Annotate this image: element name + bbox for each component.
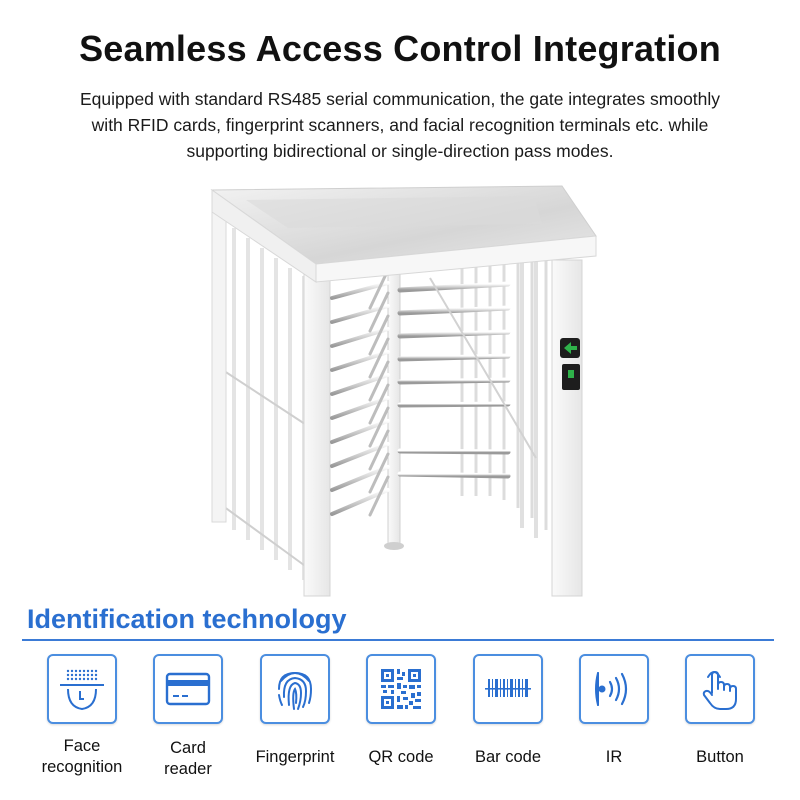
section-title: Identification technology — [27, 604, 347, 634]
ident-label: Button — [696, 748, 744, 766]
face-recognition-tile — [47, 654, 117, 724]
qr-code-icon — [381, 669, 421, 709]
ident-label: Face recognition — [41, 737, 123, 776]
dot-grid — [66, 669, 98, 681]
ident-label: QR code — [368, 748, 434, 766]
ident-item-button: Button — [665, 654, 775, 794]
ident-item-barcode: Bar code — [453, 654, 563, 794]
description-line: with RFID cards, fingerprint scanners, a… — [91, 115, 709, 135]
face-recognition-icon — [60, 669, 104, 711]
ident-label: Bar code — [474, 748, 542, 766]
card-reader-tile — [153, 654, 223, 724]
turnstile-illustration — [210, 185, 597, 597]
turnstile-gate-image — [190, 178, 610, 598]
fingerprint-icon — [278, 671, 313, 710]
button-press-icon — [702, 671, 737, 710]
ir-icon — [595, 672, 628, 706]
description-line: supporting bidirectional or single-direc… — [186, 141, 614, 161]
section-divider — [22, 639, 774, 641]
ident-label: Fingerprint — [255, 748, 335, 766]
page-title: Seamless Access Control Integration — [79, 28, 721, 69]
ident-item-face: Face recognition — [27, 654, 137, 794]
card-reader-icon — [165, 672, 211, 706]
bar-code-icon — [485, 679, 531, 697]
ident-item-ir: IR — [559, 654, 669, 794]
fingerprint-tile — [260, 654, 330, 724]
qr-code-tile — [366, 654, 436, 724]
description: Equipped with standard RS485 serial comm… — [30, 86, 770, 164]
button-tile — [685, 654, 755, 724]
ident-label: Card reader — [164, 739, 212, 778]
ident-item-card: Card reader — [133, 654, 243, 794]
identification-icons-row: Face recognition Card reader — [0, 654, 800, 794]
ir-tile — [579, 654, 649, 724]
ident-label: IR — [605, 748, 623, 766]
ident-item-fingerprint: Fingerprint — [240, 654, 350, 794]
description-line: Equipped with standard RS485 serial comm… — [79, 89, 721, 109]
ident-item-qr: QR code — [346, 654, 456, 794]
bar-code-tile — [473, 654, 543, 724]
